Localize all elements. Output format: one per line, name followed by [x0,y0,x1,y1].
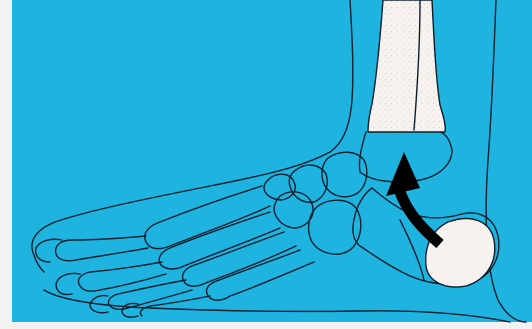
left-border [0,0,12,329]
bottom-border [0,322,532,329]
